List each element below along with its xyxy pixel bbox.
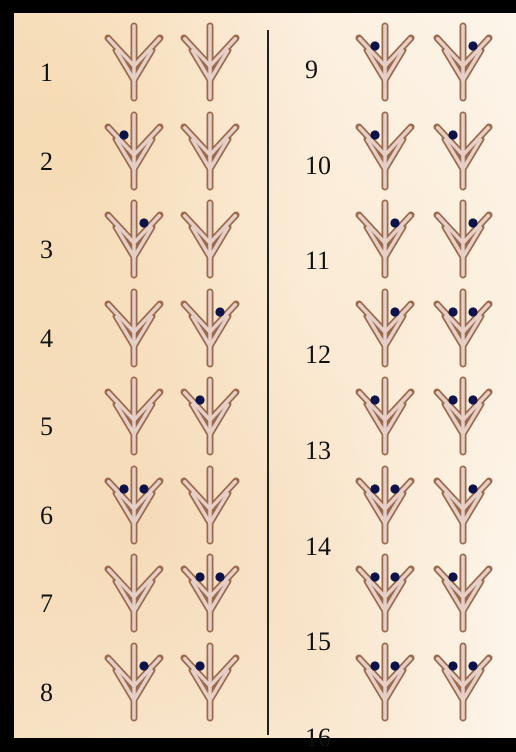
row-label: 6 [40,503,53,529]
right-dot [215,307,224,316]
right-dot [468,484,477,493]
right-dot [390,484,399,493]
left-dot [370,484,379,493]
right-dot [390,661,399,670]
glyph-row-9-2 [431,22,495,102]
left-dot [370,130,379,139]
glyph-row-4-2 [178,288,242,368]
glyph-row-16-2 [431,642,495,722]
row-label: 11 [305,248,330,274]
glyph-row-2-2 [178,111,242,191]
left-dot [370,395,379,404]
glyph-row-8-2 [178,642,242,722]
glyph-row-6-1 [102,465,166,545]
row-label: 13 [305,438,331,464]
glyph-row-13-1 [353,376,417,456]
right-dot [468,218,477,227]
glyph-row-1-1 [102,22,166,102]
left-dot [448,395,457,404]
row-label: 8 [40,680,53,706]
left-dot [370,572,379,581]
row-label: 4 [40,326,53,352]
left-dot [370,661,379,670]
right-dot [139,484,148,493]
left-dot [448,661,457,670]
glyph-row-5-2 [178,376,242,456]
row-label: 12 [305,342,331,368]
glyph-row-6-2 [178,465,242,545]
row-label: 7 [40,591,53,617]
right-dot [468,307,477,316]
row-label: 2 [40,149,53,175]
right-dot [468,661,477,670]
glyph-row-14-1 [353,465,417,545]
left-dot [195,661,204,670]
left-dot [119,484,128,493]
glyph-row-10-1 [353,111,417,191]
glyph-row-13-2 [431,376,495,456]
glyph-row-10-2 [431,111,495,191]
row-label: 10 [305,153,331,179]
row-label: 3 [40,237,53,263]
left-dot [448,307,457,316]
glyph-row-1-2 [178,22,242,102]
right-dot [468,395,477,404]
row-label: 9 [305,57,318,83]
glyph-row-3-2 [178,199,242,279]
right-dot [139,661,148,670]
left-dot [448,572,457,581]
glyph-row-8-1 [102,642,166,722]
right-dot [468,41,477,50]
row-label: 15 [305,629,331,655]
glyph-row-11-2 [431,199,495,279]
glyph-row-2-1 [102,111,166,191]
left-dot [119,130,128,139]
glyph-row-12-1 [353,288,417,368]
glyph-row-4-1 [102,288,166,368]
glyph-row-15-2 [431,553,495,633]
glyph-row-3-1 [102,199,166,279]
right-dot [390,307,399,316]
glyph-row-7-1 [102,553,166,633]
left-dot [195,395,204,404]
row-label: 5 [40,414,53,440]
left-dot [195,572,204,581]
glyph-row-9-1 [353,22,417,102]
left-dot [370,41,379,50]
right-dot [215,572,224,581]
glyph-row-11-1 [353,199,417,279]
row-label: 1 [40,60,53,86]
right-dot [390,572,399,581]
column-divider [267,30,269,735]
glyph-row-16-1 [353,642,417,722]
right-dot [139,218,148,227]
right-dot [390,218,399,227]
glyph-row-7-2 [178,553,242,633]
glyph-row-14-2 [431,465,495,545]
left-dot [448,130,457,139]
glyph-row-12-2 [431,288,495,368]
row-label: 14 [305,534,331,560]
glyph-row-15-1 [353,553,417,633]
glyph-row-5-1 [102,376,166,456]
